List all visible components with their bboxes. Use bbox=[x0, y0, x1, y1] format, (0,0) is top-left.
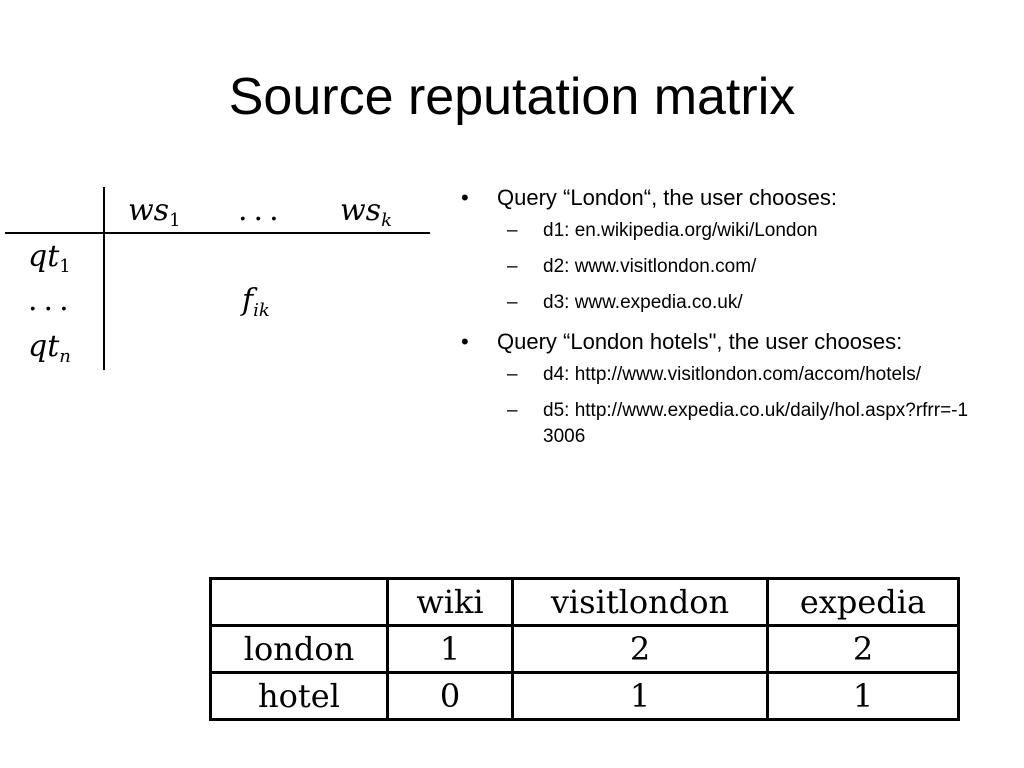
bullet-dot-icon: • bbox=[461, 185, 469, 210]
table-cell: 2 bbox=[511, 624, 769, 674]
table-header-row: wiki visitlondon expedia bbox=[209, 577, 960, 627]
table-row-label: hotel bbox=[209, 671, 389, 721]
matrix-col-header-ws1: ws1 bbox=[128, 193, 181, 231]
bullet-text: Query “London hotels", the user chooses: bbox=[497, 329, 903, 354]
subitem-d4: – d4: http://www.visitlondon.com/accom/h… bbox=[455, 362, 973, 388]
matrix-vertical-rule bbox=[103, 187, 105, 370]
matrix-col-header-dots: ... bbox=[238, 193, 285, 228]
reputation-table: wiki visitlondon expedia london 1 2 2 ho… bbox=[209, 577, 960, 721]
table-cell: 1 bbox=[511, 671, 769, 721]
subitem-text: d1: en.wikipedia.org/wiki/London bbox=[543, 220, 818, 241]
matrix-horizontal-rule bbox=[5, 232, 430, 234]
subitem-d5: – d5: http://www.expedia.co.uk/daily/hol… bbox=[455, 398, 973, 450]
table-cell: 2 bbox=[766, 624, 960, 674]
bullet-query-london: • Query “London“, the user chooses: bbox=[455, 182, 1015, 214]
dash-icon: – bbox=[507, 292, 518, 313]
table-cell: 0 bbox=[386, 671, 514, 721]
subitem-d3: – d3: www.expedia.co.uk/ bbox=[455, 290, 973, 316]
table-cell: 1 bbox=[386, 624, 514, 674]
subitem-d1: – d1: en.wikipedia.org/wiki/London bbox=[455, 218, 973, 244]
slide-title: Source reputation matrix bbox=[228, 68, 796, 126]
dash-icon: – bbox=[507, 400, 518, 421]
query-bullet-list: • Query “London“, the user chooses: – d1… bbox=[455, 182, 1015, 460]
table-header-cell bbox=[209, 577, 389, 627]
subitem-text: d2: www.visitlondon.com/ bbox=[543, 256, 757, 277]
table-cell: 1 bbox=[766, 671, 960, 721]
table-header-cell: visitlondon bbox=[511, 577, 769, 627]
table-row: london 1 2 2 bbox=[209, 624, 960, 674]
matrix-col-header-wsk: wsk bbox=[340, 193, 392, 231]
matrix-row-header-qt1: qt1 bbox=[28, 239, 71, 277]
matrix-row-header-qtn: qtn bbox=[28, 329, 71, 367]
subitem-d2: – d2: www.visitlondon.com/ bbox=[455, 254, 973, 280]
table-row-label: london bbox=[209, 624, 389, 674]
dash-icon: – bbox=[507, 256, 518, 277]
table-header-cell: wiki bbox=[386, 577, 514, 627]
dash-icon: – bbox=[507, 220, 518, 241]
subitem-text: d3: www.expedia.co.uk/ bbox=[543, 292, 743, 313]
reputation-matrix-formula: ws1 ... wsk qt1 ... qtn fik bbox=[0, 0, 440, 400]
matrix-row-header-dots: ... bbox=[28, 283, 75, 318]
table-header-cell: expedia bbox=[766, 577, 960, 627]
table-row: hotel 0 1 1 bbox=[209, 671, 960, 721]
subitem-text: d4: http://www.visitlondon.com/accom/hot… bbox=[543, 364, 922, 385]
matrix-cell-fik: fik bbox=[242, 283, 270, 321]
subitem-text: d5: http://www.expedia.co.uk/daily/hol.a… bbox=[543, 400, 969, 447]
bullet-dot-icon: • bbox=[461, 329, 469, 354]
dash-icon: – bbox=[507, 364, 518, 385]
bullet-query-london-hotels: • Query “London hotels", the user choose… bbox=[455, 326, 1015, 358]
bullet-text: Query “London“, the user chooses: bbox=[497, 185, 837, 210]
